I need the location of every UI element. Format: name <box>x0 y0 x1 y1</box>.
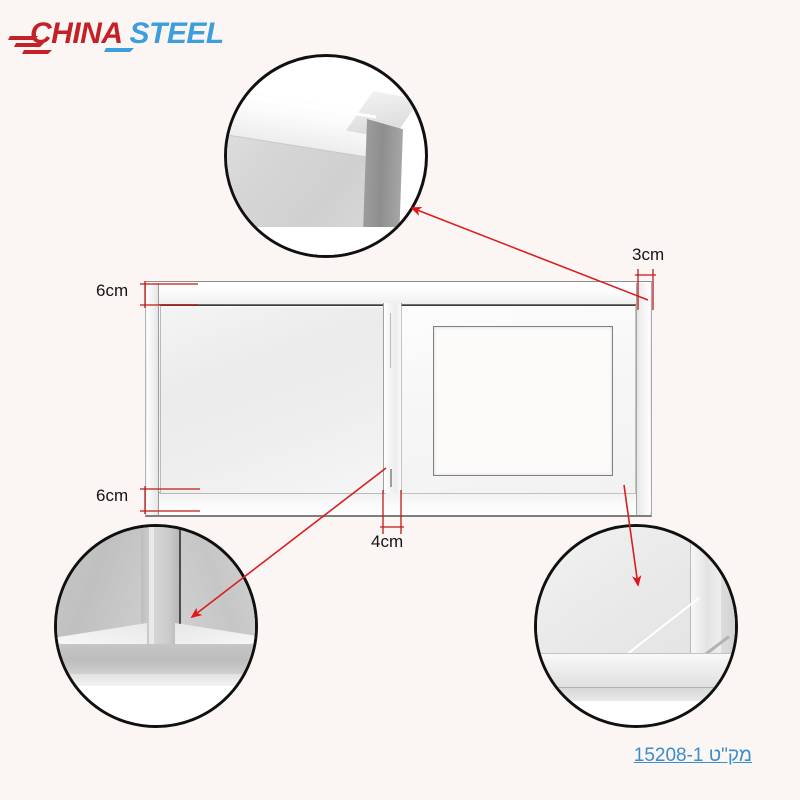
dimension-label-top-rail: 6cm <box>96 281 129 300</box>
detail-circle-mullion-joint <box>54 524 258 728</box>
speed-streaks-icon <box>8 36 134 54</box>
corner-horizontal-rail-edge <box>537 687 735 702</box>
edge-backdrop <box>227 227 425 255</box>
frame-top-rail <box>148 283 649 305</box>
mullion-seam-lower <box>390 469 392 487</box>
detail-circle-corner-weld <box>534 524 738 728</box>
joint-bottom-rail-band-lower <box>57 674 255 686</box>
joint-backdrop <box>57 686 255 725</box>
dimension-label-mullion: 4cm <box>371 532 404 551</box>
sku-link[interactable]: מק"ט 15208-1 <box>633 745 752 766</box>
detail-circle-frame-edge <box>224 54 428 258</box>
joint-vertical-rib <box>141 527 181 645</box>
corner-backdrop <box>537 701 735 725</box>
frame-bottom-rail <box>148 492 649 515</box>
steel-frame-product <box>145 281 652 517</box>
logo-steel-text: STEEL <box>129 17 225 50</box>
frame-right-panel-opening <box>433 326 613 476</box>
frame-center-mullion <box>383 303 402 493</box>
joint-rib-highlight <box>149 527 154 645</box>
logo-china-text: CHINA <box>30 17 123 50</box>
mullion-seam-upper <box>390 313 391 368</box>
frame-right-panel <box>401 305 636 494</box>
frame-right-stile <box>636 283 650 515</box>
dimension-label-depth: 3cm <box>632 245 665 264</box>
joint-bottom-rail-band <box>57 644 255 675</box>
dimension-label-bottom-rail: 6cm <box>96 486 129 505</box>
corner-horizontal-rail <box>537 653 735 692</box>
frame-left-panel <box>160 305 386 494</box>
frame-left-stile <box>147 283 159 515</box>
